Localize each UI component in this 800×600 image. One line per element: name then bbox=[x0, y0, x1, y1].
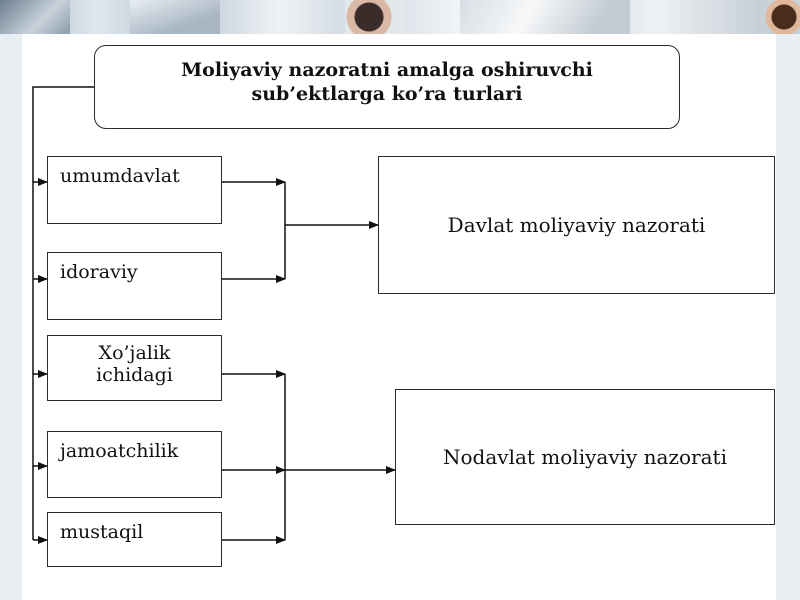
source-box-mustaqil: mustaqil bbox=[47, 512, 222, 567]
spine-line bbox=[32, 86, 94, 540]
header-banner bbox=[0, 0, 800, 34]
diagram-title-box: Moliyaviy nazoratni amalga oshiruvchi su… bbox=[94, 45, 680, 129]
source-label: umumdavlat bbox=[60, 165, 180, 187]
source-label-line-2: ichidagi bbox=[96, 364, 173, 386]
target-box-nodavlat: Nodavlat moliyaviy nazorati bbox=[395, 389, 775, 525]
source-box-xojalik: Xo’jalik ichidagi bbox=[47, 335, 222, 401]
banner-photo bbox=[345, 0, 405, 34]
banner-photo bbox=[0, 0, 70, 34]
source-label: jamoatchilik bbox=[60, 440, 179, 462]
banner-photo bbox=[130, 0, 220, 34]
banner-photo bbox=[760, 0, 800, 34]
source-label-line-1: Xo’jalik bbox=[98, 342, 171, 364]
source-label: mustaqil bbox=[60, 521, 144, 543]
title-line-1: Moliyaviy nazoratni amalga oshiruvchi bbox=[181, 59, 593, 81]
source-box-jamoatchilik: jamoatchilik bbox=[47, 431, 222, 498]
banner-photo bbox=[460, 0, 630, 34]
frame-left bbox=[0, 34, 22, 600]
title-line-2: sub’ektlarga ko’ra turlari bbox=[251, 83, 523, 105]
source-box-idoraviy: idoraviy bbox=[47, 252, 222, 320]
source-label: idoraviy bbox=[60, 261, 138, 283]
target-label: Davlat moliyaviy nazorati bbox=[447, 213, 706, 237]
target-label: Nodavlat moliyaviy nazorati bbox=[443, 445, 727, 469]
source-box-umumdavlat: umumdavlat bbox=[47, 156, 222, 224]
target-box-davlat: Davlat moliyaviy nazorati bbox=[378, 156, 775, 294]
frame-right bbox=[776, 34, 800, 600]
